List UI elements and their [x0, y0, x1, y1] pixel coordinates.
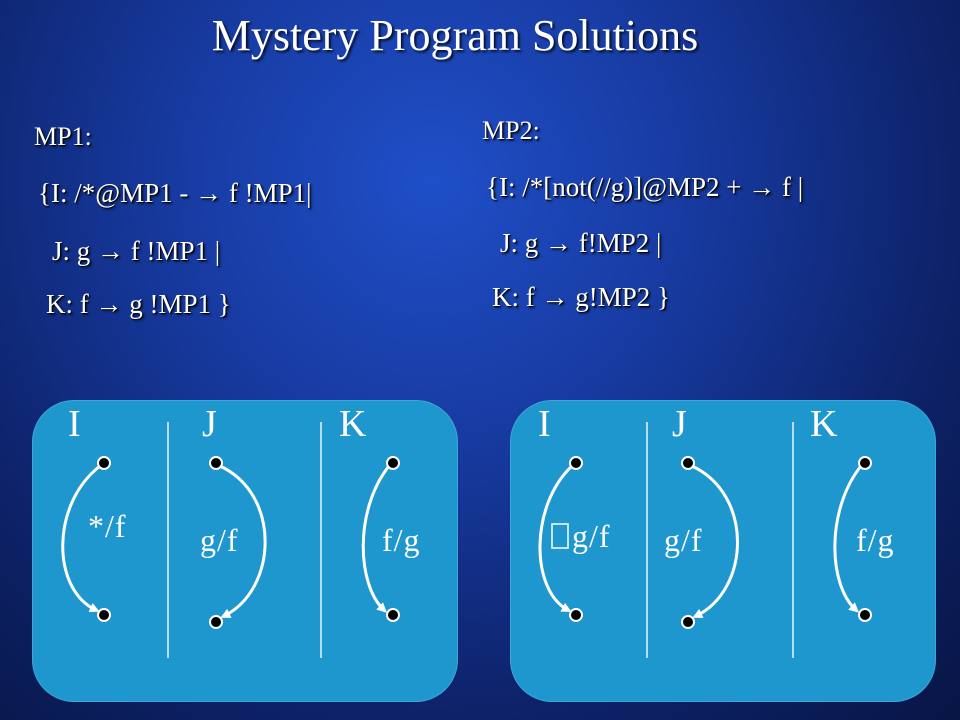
edge-label-k: f/g	[382, 522, 421, 558]
mp2-diagram	[538, 422, 872, 658]
edge-label-i: */f	[88, 508, 127, 544]
mp1-rule-k: K: f → g !MP1 }	[46, 289, 231, 319]
mp1-rule-i: {I: /*@MP1 - → f !MP1|	[38, 178, 312, 208]
state-node	[386, 608, 400, 622]
mp2-rule-k: K: f → g!MP2 }	[492, 282, 670, 312]
mp2-rule-i: {I: /*[not(//g)]@MP2 + → f |	[486, 172, 804, 202]
state-node	[681, 456, 695, 470]
unknown-symbol-icon	[551, 523, 569, 549]
transition-arrow	[219, 464, 267, 618]
transition-arrow	[361, 465, 391, 613]
state-node	[209, 615, 223, 629]
state-node	[569, 608, 583, 622]
state-node	[209, 456, 223, 470]
state-node	[386, 456, 400, 470]
state-node	[681, 615, 695, 629]
mp1-diagram	[61, 422, 400, 658]
state-node	[858, 608, 872, 622]
state-label-j: J	[202, 403, 217, 445]
mp2-diagram-panel: I J K g/f g/f f/g	[510, 400, 936, 702]
mp2-rule-j: J: g → f!MP2 |	[500, 228, 662, 258]
transition-arrow	[833, 465, 863, 613]
mp1-rule-j: J: g → f !MP1 |	[52, 236, 221, 266]
state-node	[97, 608, 111, 622]
state-label-k: K	[810, 403, 838, 445]
state-node	[569, 456, 583, 470]
mp1-heading: MP1:	[34, 122, 92, 151]
state-label-k: K	[339, 403, 367, 445]
transition-arrow	[538, 464, 574, 612]
mp1-diagram-panel: I J K */f g/f f/g	[32, 400, 458, 702]
transition-arrow	[691, 464, 739, 618]
state-node	[97, 456, 111, 470]
edge-label-j: g/f	[200, 522, 239, 558]
state-label-i: I	[538, 403, 551, 445]
state-node	[858, 456, 872, 470]
mp2-heading: MP2:	[482, 116, 540, 145]
page-title: Mystery Program Solutions	[211, 11, 699, 60]
state-label-i: I	[68, 403, 81, 445]
state-label-j: J	[672, 403, 687, 445]
edge-label-k: f/g	[856, 522, 895, 558]
transition-arrow	[61, 464, 101, 613]
edge-label-i: g/f	[572, 518, 611, 554]
edge-label-j: g/f	[664, 522, 703, 558]
